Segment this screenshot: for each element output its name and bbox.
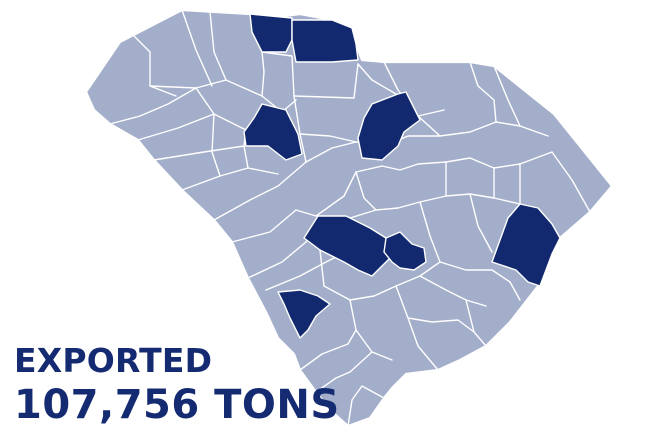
county-highlight-upstate: [243, 103, 303, 161]
stat-value: 107,756 TONS: [14, 382, 340, 428]
county-highlight-midlands-north: [357, 91, 421, 161]
export-stat: EXPORTED 107,756 TONS: [14, 344, 340, 425]
county-highlight-central-east: [383, 231, 427, 271]
county-highlight-north-west: [249, 13, 293, 53]
county-borders: [109, 9, 591, 427]
county-highlight-coast: [491, 203, 561, 287]
stat-label: EXPORTED: [14, 341, 213, 380]
county-highlight-southwest: [277, 289, 331, 339]
county-highlight-north-east: [291, 19, 359, 63]
highlighted-counties: [243, 13, 561, 339]
